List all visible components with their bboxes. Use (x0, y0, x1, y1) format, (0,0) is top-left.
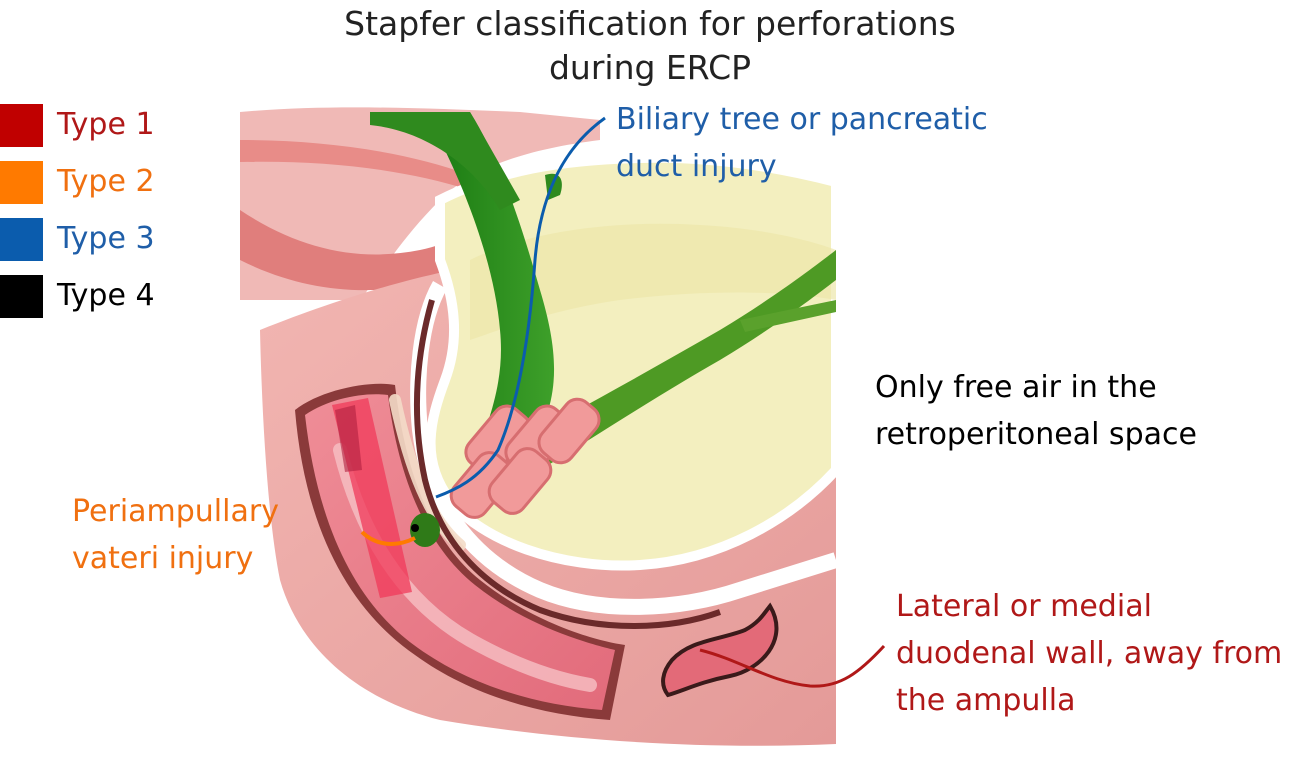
legend-item-type-1: Type 1 (0, 101, 155, 149)
annotation-type-2-line-2: vateri injury (72, 541, 254, 576)
annotation-type-1: Lateral or medial duodenal wall, away fr… (896, 583, 1282, 724)
ampulla (410, 513, 440, 547)
title-line-1: Stapfer classification for perforations (344, 4, 956, 43)
legend-item-type-2: Type 2 (0, 158, 155, 206)
legend-label-type-3: Type 3 (57, 221, 155, 256)
legend-swatch-type-3 (0, 217, 43, 261)
annotation-type-3-line-1: Biliary tree or pancreatic (616, 102, 988, 137)
legend-item-type-4: Type 4 (0, 272, 155, 320)
annotation-type-1-line-3: the ampulla (896, 683, 1076, 718)
legend-swatch-type-1 (0, 103, 43, 147)
type3-pointer (435, 116, 606, 499)
legend-item-type-3: Type 3 (0, 215, 155, 263)
annotation-type-1-line-1: Lateral or medial (896, 589, 1152, 624)
title-line-2: during ERCP (548, 48, 752, 87)
annotation-type-4: Only free air in the retroperitoneal spa… (875, 364, 1197, 458)
common-bile-duct (440, 112, 555, 470)
annotation-type-3: Biliary tree or pancreatic duct injury (616, 96, 988, 190)
legend-label-type-4: Type 4 (57, 278, 155, 313)
stomach-edge (240, 140, 470, 190)
legend-label-type-2: Type 2 (57, 164, 155, 199)
duct-segment-4 (487, 447, 553, 515)
annotation-type-1-line-2: duodenal wall, away from (896, 636, 1283, 671)
annotation-type-4-line-2: retroperitoneal space (875, 417, 1197, 452)
pancreas-shade (470, 223, 836, 340)
type1-band-shadow (335, 405, 362, 472)
annotation-type-3-line-2: duct injury (616, 149, 777, 184)
annotation-type-2: Periampullary vateri injury (72, 488, 279, 582)
type2-pointer (360, 530, 416, 546)
ampulla-marker (411, 524, 419, 532)
lateral-wall-perforation (661, 602, 779, 698)
type1-pointer (699, 644, 886, 688)
annotation-type-4-line-1: Only free air in the (875, 370, 1157, 405)
legend-label-type-1: Type 1 (57, 107, 155, 142)
legend-swatch-type-2 (0, 160, 43, 204)
legend-swatch-type-4 (0, 274, 43, 318)
duct-segment-5 (537, 397, 601, 465)
bile-duct-branch (370, 112, 520, 210)
annotation-type-2-line-1: Periampullary (72, 494, 279, 529)
pancreatic-duct-branch (740, 300, 836, 332)
inner-wall (413, 299, 722, 629)
